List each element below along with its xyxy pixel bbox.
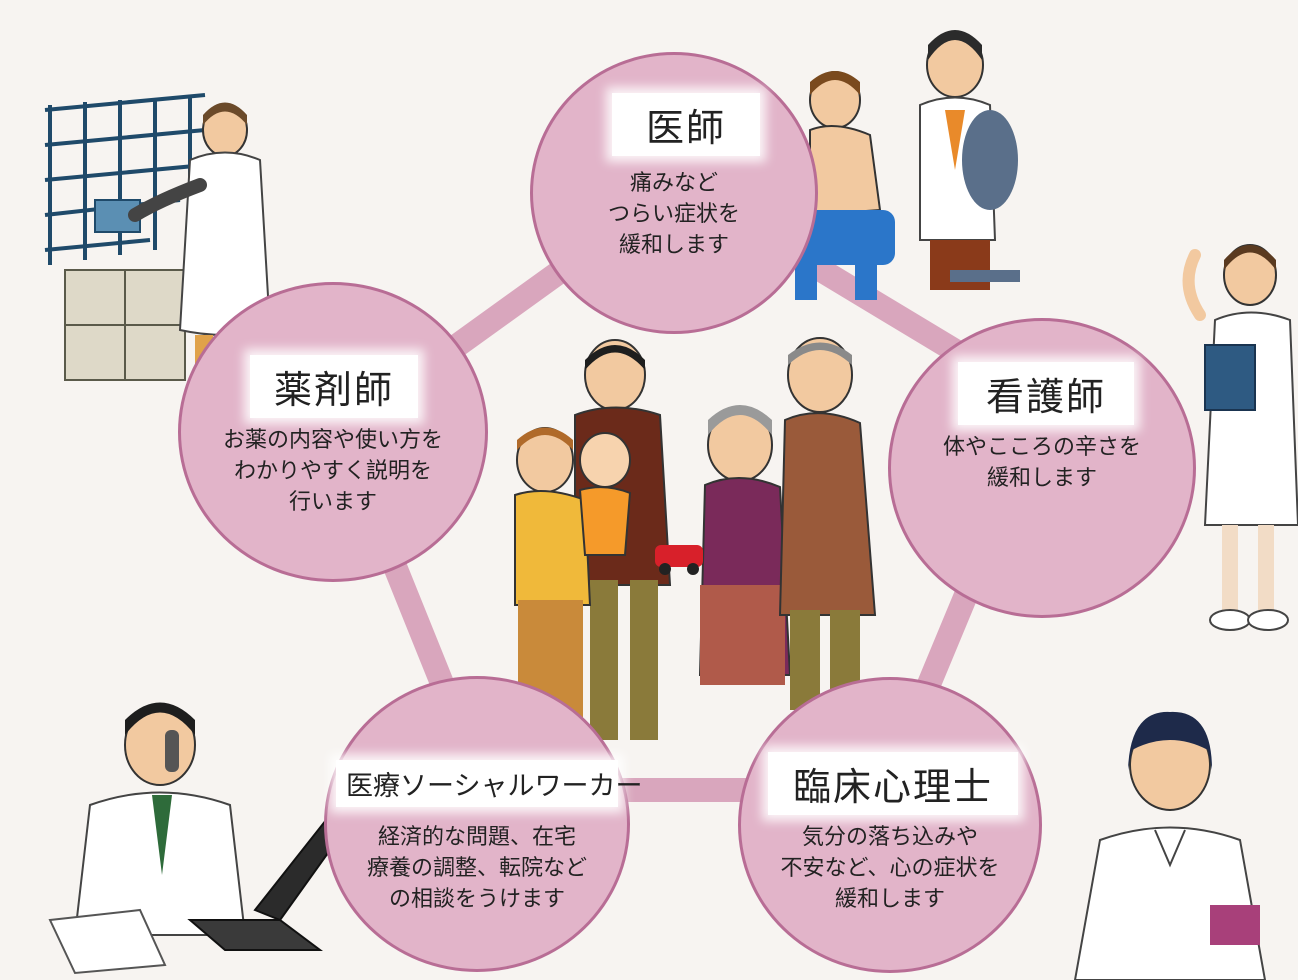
social-worker-illustration — [48, 702, 350, 975]
doctor-title: 医師 — [612, 93, 760, 156]
nurse-description: 体やこころの辛さを 緩和します — [942, 435, 1141, 491]
psychologist-title: 臨床心理士 — [768, 752, 1018, 815]
nurse-illustration — [1182, 244, 1298, 631]
psychologist-circle — [738, 677, 1042, 973]
doctor-description: 痛みなど つらい症状を 緩和します — [607, 171, 740, 258]
pharmacist-illustration — [44, 93, 272, 381]
social-worker-description: 経済的な問題、在宅 療養の調整、転院など の相談をうけます — [366, 825, 587, 912]
nurse-title: 看護師 — [958, 362, 1134, 425]
doctor-illustration — [785, 30, 1020, 300]
pharmacist-title: 薬剤師 — [250, 355, 418, 418]
pharmacist-description: お薬の内容や使い方を わかりやすく説明を 行います — [222, 428, 443, 515]
social-worker-title: 医療ソーシャルワーカー — [336, 760, 642, 807]
psychologist-illustration — [1073, 711, 1267, 980]
social-worker-circle — [324, 676, 630, 972]
pharmacist-circle — [178, 282, 488, 582]
psychologist-description: 気分の落ち込みや 不安など、心の症状を 緩和します — [780, 825, 1000, 912]
